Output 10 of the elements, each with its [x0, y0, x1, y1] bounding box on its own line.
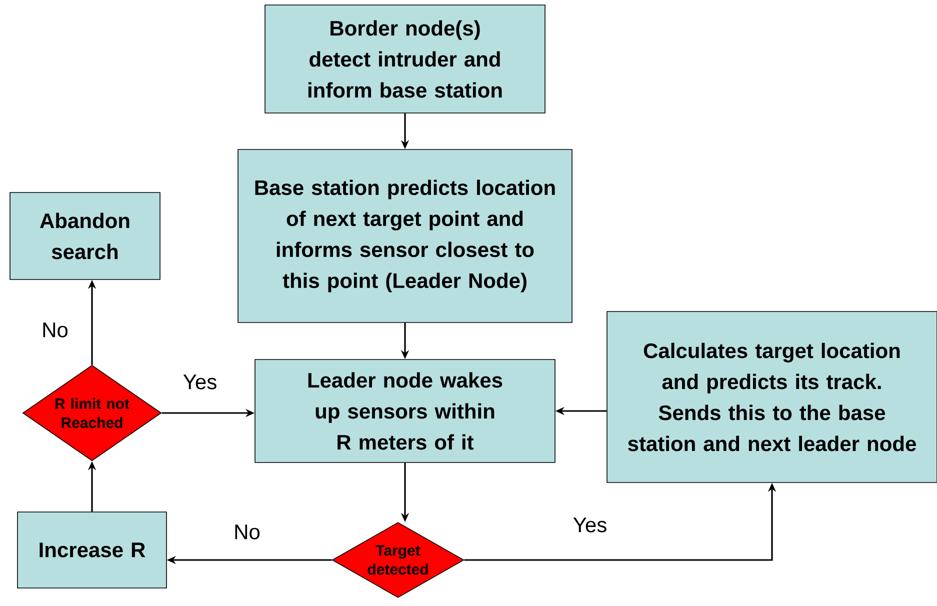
edge-label: Yes: [573, 518, 606, 532]
process-box: Leader node wakes up sensors within R meters of it: [254, 359, 556, 463]
process-box: Increase R: [17, 512, 167, 588]
edge-label: No: [43, 322, 68, 338]
process-box: Calculates target location and predicts its track. Sends this to the base station and next leader node: [606, 311, 937, 483]
process-box: Border node(s) detect intruder and inform base station: [264, 4, 546, 114]
process-box: Abandon search: [10, 192, 160, 280]
process-box: Base station predicts location of next target point and informs sensor closest to this point (Leader Node): [238, 149, 572, 323]
edge-label: Yes: [183, 374, 216, 390]
edge-label: No: [235, 524, 260, 540]
